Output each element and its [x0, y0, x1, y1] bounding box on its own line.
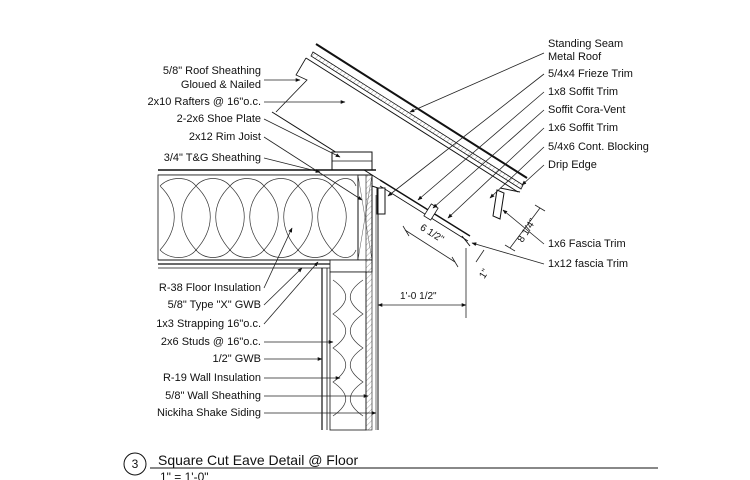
break-line: [275, 57, 308, 113]
label-wall-sheathing: 5/8" Wall Sheathing: [165, 390, 261, 402]
label-rafters: 2x10 Rafters @ 16"o.c.: [147, 96, 261, 108]
label-floor-insulation: R-38 Floor Insulation: [159, 282, 261, 294]
dim-soffit-depth: 6 1/2": [418, 222, 446, 245]
shake-siding: [371, 185, 379, 430]
label-standing-seam-2: Metal Roof: [548, 51, 602, 63]
fascia-trim: [461, 235, 471, 247]
detail-number-circle: [123, 452, 147, 476]
wall-sheathing: [365, 174, 373, 431]
wall-insulation-pattern: [332, 279, 364, 417]
label-shake-siding: Nickiha Shake Siding: [157, 407, 261, 419]
frieze-trim: [376, 187, 386, 215]
label-1x6-fascia: 1x6 Fascia Trim: [548, 238, 626, 250]
roof-sheathing: [310, 51, 524, 190]
detail-scale: 1" = 1'-0": [160, 470, 209, 480]
label-soffit-vent: Soffit Cora-Vent: [548, 104, 625, 116]
dimensions: 6 1/2" 8 1/4" 1" 1'-0 1/2": [377, 204, 546, 318]
dim-line-drop: [475, 249, 485, 263]
rafter-top: [305, 57, 519, 193]
wall-assembly: [321, 174, 379, 431]
dim-drop: 1": [477, 267, 491, 281]
dim-overhang: 1'-0 1/2": [400, 291, 437, 302]
label-tg-sheathing: 3/4" T&G Sheathing: [164, 152, 261, 164]
soffit-vent: [423, 203, 439, 221]
label-standing-seam: Standing Seam: [548, 38, 623, 50]
floor-assembly: [157, 169, 376, 269]
detail-title: Square Cut Eave Detail @ Floor: [158, 452, 359, 468]
label-blocking: 5/4x6 Cont. Blocking: [548, 141, 649, 153]
label-frieze-trim: 5/4x4 Frieze Trim: [548, 68, 633, 80]
soffit-line: [379, 179, 471, 237]
title-block: 3 Square Cut Eave Detail @ Floor 1" = 1'…: [123, 452, 658, 480]
shoe-plate: [331, 151, 373, 171]
label-rim-joist: 2x12 Rim Joist: [189, 131, 261, 143]
label-shoe-plate: 2-2x6 Shoe Plate: [177, 113, 261, 125]
label-half-gwb: 1/2" GWB: [212, 353, 261, 365]
left-labels: 5/8" Roof Sheathing Gloued & Nailed 2x10…: [147, 65, 377, 419]
label-roof-sheathing-2: Gloued & Nailed: [181, 79, 261, 91]
label-1x6-soffit: 1x6 Soffit Trim: [548, 122, 618, 134]
label-drip-edge: Drip Edge: [548, 159, 597, 171]
label-type-x-gwb: 5/8" Type "X" GWB: [168, 299, 261, 311]
right-labels: Standing Seam Metal Roof 5/4x4 Frieze Tr…: [387, 38, 649, 270]
dim-line-soffit: [404, 229, 456, 263]
stud-cavity: [329, 271, 367, 431]
fascia-top: [499, 187, 521, 193]
detail-number: 3: [132, 457, 139, 471]
fascia-board: [492, 189, 505, 220]
floor-insulation-pattern: [159, 178, 357, 258]
label-wall-insulation: R-19 Wall Insulation: [163, 372, 261, 384]
floor-insulation-bay: [157, 174, 359, 261]
label-1x12-fascia: 1x12 fascia Trim: [548, 258, 628, 270]
label-1x8-soffit: 1x8 Soffit Trim: [548, 86, 618, 98]
label-studs: 2x6 Studs @ 16"o.c.: [161, 336, 261, 348]
soffit-line-2: [379, 185, 469, 242]
label-roof-sheathing: 5/8" Roof Sheathing: [163, 65, 261, 77]
label-strapping: 1x3 Strapping 16"o.c.: [156, 318, 261, 330]
